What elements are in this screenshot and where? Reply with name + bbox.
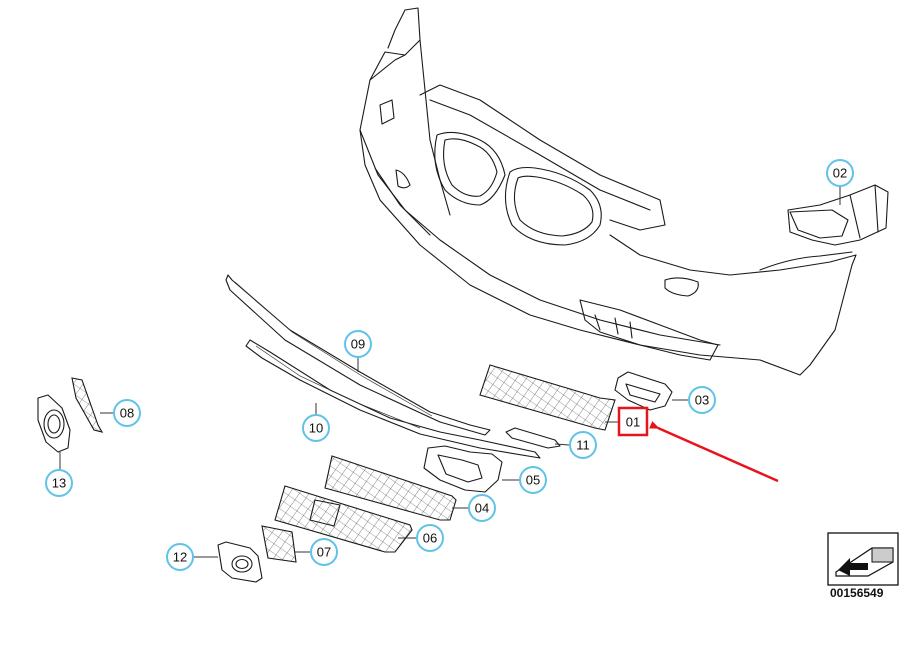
callout-circle: [826, 159, 854, 187]
bumper-cover-drawing: [359, 7, 857, 376]
callout-11: 11: [569, 431, 597, 459]
air-duct-part-05: [423, 445, 503, 493]
callout-label: 09: [351, 337, 365, 352]
callout-02: 02: [826, 159, 854, 187]
callout-03: 03: [688, 386, 716, 414]
callout-label: 05: [526, 473, 540, 488]
grille-part-07: [261, 525, 297, 563]
callout-circle: [166, 543, 194, 571]
grille-part-04: [324, 455, 457, 521]
fog-bracket-part-13: [37, 394, 71, 453]
pointer-arrow: [649, 421, 779, 483]
callout-circle: [310, 538, 338, 566]
callouts: 02 03 04 05 06 07 08 09 10 11 12 13: [45, 159, 854, 571]
callout-label: 12: [173, 550, 187, 565]
highlight-box: [617, 406, 649, 437]
callout-label: 08: [120, 406, 134, 421]
grille-part-01: [479, 364, 616, 431]
callout-09: 09: [344, 330, 372, 358]
callout-circle: [302, 414, 330, 442]
callout-05: 05: [519, 466, 547, 494]
callout-label: 04: [475, 501, 489, 516]
trim-strip-part-10: [245, 339, 541, 459]
callout-circle: [344, 330, 372, 358]
callout-label: 10: [309, 421, 323, 436]
callout-circle: [519, 466, 547, 494]
callout-circle: [688, 386, 716, 414]
callout-label: 07: [317, 545, 331, 560]
callout-label: 11: [576, 438, 590, 453]
leader-lines: [59, 185, 841, 558]
callout-label: 06: [423, 531, 437, 546]
callout-12: 12: [166, 543, 194, 571]
direction-icon: [827, 532, 899, 586]
callout-07: 07: [310, 538, 338, 566]
fog-cover-part-12: [217, 541, 263, 583]
diagram-code: 00156549: [830, 586, 884, 600]
callout-13: 13: [45, 469, 73, 497]
callout-10: 10: [302, 414, 330, 442]
callout-08: 08: [113, 399, 141, 427]
callout-06: 06: [416, 524, 444, 552]
callout-circle: [45, 469, 73, 497]
callout-circle: [113, 399, 141, 427]
callout-04: 04: [468, 494, 496, 522]
highlight-label: 01: [626, 415, 640, 430]
trim-strip-part-11: [505, 427, 561, 449]
trim-strip-part-09: [225, 274, 491, 436]
air-duct-part-02: [787, 184, 889, 246]
grille-part-06: [274, 485, 413, 553]
callout-circle: [468, 494, 496, 522]
callout-circle: [416, 524, 444, 552]
callout-label: 13: [52, 476, 66, 491]
trim-part-03: [614, 371, 673, 411]
grille-part-08: [71, 377, 104, 433]
callout-circle: [569, 431, 597, 459]
callout-label: 02: [833, 166, 847, 181]
callout-label: 03: [695, 393, 709, 408]
